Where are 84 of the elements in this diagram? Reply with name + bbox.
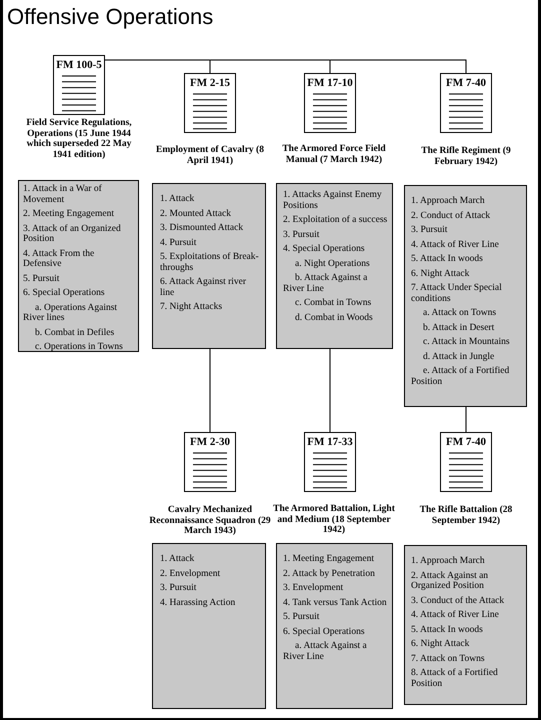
list-item: 7. Attack on Towns (411, 654, 486, 664)
manual-title: Employment of Cavalry (8 April 1941) (155, 145, 265, 166)
list-item: 2. Attack Against an Organized Position (411, 570, 490, 592)
list-item: 1. Attack in a War of Movement (23, 184, 103, 205)
list-item: 1. Attack (160, 554, 196, 564)
list-item: 7. Attack Under Special conditions (411, 283, 503, 304)
list-item: 5. Attack In woods (411, 624, 484, 635)
list-item: 8. Attack of a Fortified Position (411, 668, 499, 689)
list-item: 2. Mounted Attack (160, 208, 232, 219)
list-item: b. Attack in Desert (422, 322, 496, 333)
list-item: 4. Attack of River Line (411, 610, 500, 620)
list-item: 1. Attack (160, 194, 196, 204)
list-item: 4. Attack of River Line (411, 240, 500, 250)
manual-number: FM 2-15 (190, 77, 230, 89)
document-box (304, 73, 356, 133)
list-item: a. Operations Against River lines (23, 302, 118, 324)
list-item: d. Combat in Woods (294, 312, 374, 323)
list-item: 3. Conduct of the Attack (411, 596, 506, 606)
manual-number: FM 7-40 (446, 436, 486, 448)
list-panel (276, 543, 393, 709)
list-panel (404, 185, 527, 407)
list-item: 6. Special Operations (283, 626, 366, 637)
list-item: 3. Pursuit (283, 230, 320, 240)
list-item: a. Night Operations (294, 258, 371, 269)
manual-title: The Rifle Regiment (9 February 1942) (420, 146, 512, 167)
list-panel (18, 180, 139, 352)
list-item: 1. Approach March (411, 556, 486, 566)
list-item: 6. Attack Against river line (160, 277, 248, 298)
manual-number: FM 2-30 (190, 436, 230, 448)
list-item: 3. Attack of an Organized Position (23, 224, 122, 244)
page-title: Offensive Operations (7, 4, 214, 30)
list-item: 4. Special Operations (283, 244, 366, 254)
document-box (184, 432, 236, 492)
list-item: a. Attack Against a River Line (283, 641, 368, 662)
manual-number: FM 17-10 (307, 77, 353, 89)
list-panel (276, 183, 393, 349)
list-item: 1. Attacks Against Enemy Positions (283, 190, 383, 211)
list-panel (152, 183, 266, 349)
list-item: c. Operations in Towns (34, 342, 124, 352)
list-item: d. Attack in Jungle (422, 352, 496, 362)
document-box (184, 73, 236, 133)
list-item: e. Attack of a Fortified Position (411, 366, 510, 387)
list-item: 4. Tank versus Tank Action (283, 598, 388, 608)
manual-title: The Armored Battalion, Light and Medium (18 September 1942) (272, 504, 396, 536)
list-panel (152, 543, 266, 709)
list-item: b. Attack Against a River Line (283, 273, 368, 294)
manual-number: FM 100-5 (56, 59, 102, 71)
list-item: 3. Dismounted Attack (160, 223, 244, 234)
list-item: 2. Conduct of Attack (411, 210, 492, 221)
document-box (304, 432, 356, 492)
list-item: 4. Attack From the Defensive (23, 248, 96, 270)
list-panel (404, 545, 527, 705)
list-item: 2. Meeting Engagement (23, 209, 116, 220)
manual-number: FM 17-33 (307, 436, 353, 448)
manual-number: FM 7-40 (446, 77, 486, 89)
list-item: b. Combat in Defiles (34, 328, 116, 338)
list-item: 5. Pursuit (23, 274, 60, 284)
list-item: 5. Exploitations of Break-throughs (160, 252, 260, 273)
list-item: 6. Special Operations (23, 288, 106, 298)
manual-title: Field Service Regulations, Operations (15 June 1944 which superseded 22 May 1941 edition) (25, 118, 133, 160)
list-item: 4. Pursuit (160, 238, 198, 248)
list-item: 2. Envelopment (160, 568, 222, 579)
list-item: 1. Meeting Engagement (283, 554, 376, 564)
list-item: 4. Harassing Action (160, 598, 236, 608)
manual-title: The Armored Force Field Manual (7 March 1942) (281, 144, 387, 165)
list-item: a. Attack on Towns (422, 308, 498, 318)
list-item: 6. Night Attack (411, 268, 470, 279)
list-item: 3. Pursuit (411, 225, 448, 236)
manual-title: Cavalry Mechanized Reconnaissance Squadron (29 March 1943) (149, 505, 271, 536)
list-item: 1. Approach March (411, 196, 486, 206)
list-item: 2. Exploitation of a success (283, 215, 388, 226)
manual-title: The Rifle Battalion (28 September 1942) (418, 505, 514, 526)
document-box (53, 55, 105, 115)
list-item: 3. Envelopment (283, 583, 344, 594)
list-item: 7. Night Attacks (160, 302, 224, 312)
list-item: 2. Attack by Penetration (283, 568, 376, 579)
list-item: 3. Pursuit (160, 583, 198, 594)
list-item: c. Combat in Towns (294, 298, 372, 308)
list-item: 5. Pursuit (283, 612, 320, 622)
list-item: 5. Attack In woods (411, 254, 484, 264)
document-box (440, 432, 492, 492)
list-item: c. Attack in Mountains (422, 337, 511, 348)
list-item: 6. Night Attack (411, 639, 470, 650)
document-box (440, 73, 492, 133)
